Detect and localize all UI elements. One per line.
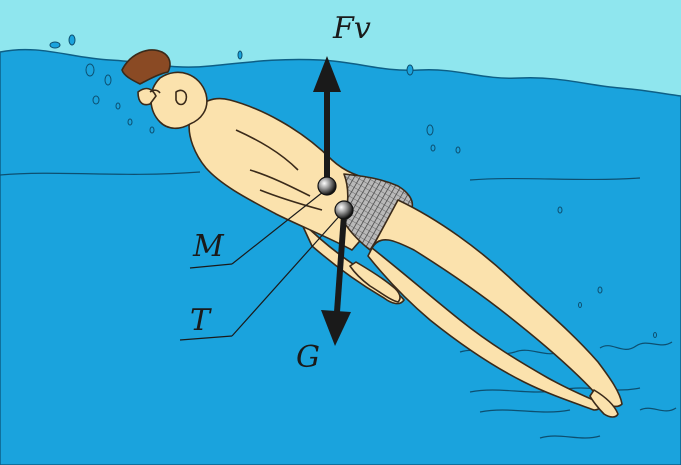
center-of-buoyancy-point bbox=[318, 177, 336, 195]
buoyancy-force-label: Fv bbox=[333, 14, 371, 44]
center-of-gravity-point bbox=[335, 201, 353, 219]
gravity-force-label: G bbox=[296, 343, 320, 373]
center-of-buoyancy-label: M bbox=[193, 232, 224, 262]
center-of-gravity-label: T bbox=[190, 306, 210, 336]
